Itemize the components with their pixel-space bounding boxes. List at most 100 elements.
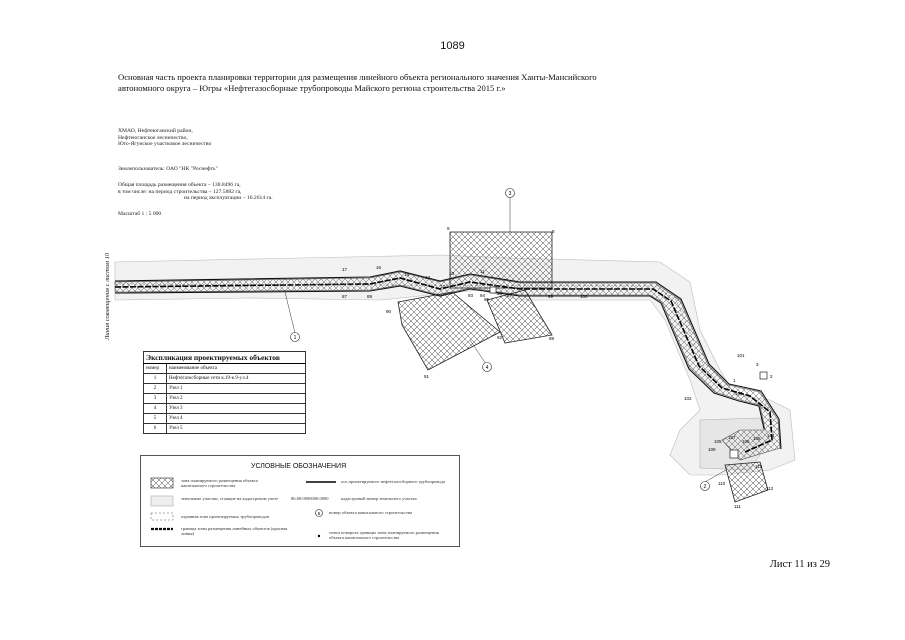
row-number: 1 [143,373,167,384]
title-line-2: автономного округа – Югры «Нефтегазосбор… [118,82,506,93]
node-marker [489,286,497,294]
row-number: 3 [143,393,167,404]
location-line: Нефтеюганское лесничество, [118,134,188,141]
table-header: наименование объекта [166,363,306,374]
point-label: 113 [755,464,763,469]
legend-symbol-protection [150,512,174,521]
point-label: 109 [708,447,716,452]
area-line: Общая площадь размещения объекта – 138.8… [118,182,241,188]
point-label: 94 [480,293,486,298]
point-label: 108 [753,436,761,441]
callout-number: 1 [294,335,297,341]
legend-item: земельные участки, стоящие на кадастрово… [181,496,279,501]
sheet-number: Лист 11 из 29 [769,559,830,570]
callout-number: 4 [486,365,489,371]
legend-item: граница зоны размещения линейных объекто… [181,526,288,536]
row-name: Узел 1 [166,383,306,394]
legend-item: ось проектируемого нефтегазосборного тру… [341,479,445,484]
point-label: 104 [767,433,775,438]
callout-leader [469,339,487,365]
row-number: 2 [143,383,167,394]
point-label: 14 [404,272,410,277]
legend-item: зона планируемого размещения объекта кап… [181,478,258,488]
land-user: Землепользователь: ОАО "НК "Роснефть" [118,166,218,172]
row-name: Узел 3 [166,403,306,414]
point-label: 13 [425,275,431,280]
legend-box: УСЛОВНЫЕ ОБОЗНАЧЕНИЯ 6 зона планируемого… [140,455,460,547]
row-name: Узел 2 [166,393,306,404]
point-label: 111 [734,504,741,509]
point-label: 93 [468,293,474,298]
row-name: Нефтегазосборные сети к.19-к.9-у.з.4 [166,373,306,384]
corridor-zone [114,271,781,461]
legend-symbol-object [315,509,323,517]
legend-symbol-parcel [150,495,174,507]
point-label: 3 [756,362,759,367]
explication-table: Экспликация проектируемых объектов номер… [143,351,306,434]
location-line: ХМАО, Нефтеюганский район, [118,128,193,134]
point-label: 100 [580,294,588,299]
point-label: 10 [449,271,455,276]
legend-item: номер объекта капитального строительства [329,510,413,515]
scale-label: Масштаб 1 : 5 000 [118,211,162,217]
row-name: Узел 4 [166,413,306,424]
point-label: 91 [424,374,430,379]
area-line: в том числе: на период строительства – 1… [118,188,242,195]
area-block: Общая площадь размещения объекта – 138.8… [118,182,273,202]
callout-leader [704,469,727,483]
row-name: Узел 5 [166,423,306,434]
location-line: Юго-Ягунское участковое лесничество [118,141,212,148]
point-label: 1 [733,378,736,383]
table-header: номер [143,363,167,374]
point-label: 110 [718,481,726,486]
node-marker [729,449,739,459]
point-label: 2 [770,374,773,379]
node-marker [759,371,768,380]
legend-symbols: 6 [150,477,336,538]
point-label: 8 [552,229,555,234]
point-label: 89 [367,294,373,299]
legend-title: УСЛОВНЫЕ ОБОЗНАЧЕНИЯ [251,463,347,470]
point-label: 16 [376,265,382,270]
explication-caption: Экспликация проектируемых объектов [143,351,306,364]
point-label: 87 [342,294,348,299]
callout-circle [482,362,492,372]
protection-zone [114,283,705,367]
point-label: 11 [480,269,485,274]
point-label: 17 [342,267,348,272]
point-label: 98 [549,336,555,341]
row-number: 6 [143,423,167,434]
legend-item: точки поворота границы зоны планируемого… [329,530,439,540]
red-line-boundary [114,270,782,450]
point-label: 101 [737,353,745,358]
callout-circle [700,481,710,491]
callout-leader [284,291,296,334]
point-label: 106 [742,439,750,444]
point-label: 105 [714,439,722,444]
legend-item: охранная зона проектируемых трубопроводо… [181,514,269,519]
pipeline-axis [114,277,773,453]
point-label: 90 [386,309,392,314]
callout-number: 3 [509,191,512,197]
document-title: Основная часть проекта планировки террит… [118,72,638,93]
point-label: 96 [497,291,503,296]
legend-cadastral-sample: 86:08:0000000:0000 [291,496,329,501]
pad-4-zone [397,291,501,371]
point-label: 102 [684,396,692,401]
point-label: 112 [766,486,774,491]
point-label: 103 [735,391,743,396]
row-number: 4 [143,403,167,414]
legend-symbol-zone [150,477,174,489]
point-label: 97 [507,293,513,298]
point-label: 107 [728,435,736,440]
legend-item: кадастровый номер земельного участка [341,496,417,501]
title-line-1: Основная часть проекта планировки террит… [118,72,597,82]
location-block: ХМАО, Нефтеюганский район, Нефтеюганское… [118,128,211,148]
